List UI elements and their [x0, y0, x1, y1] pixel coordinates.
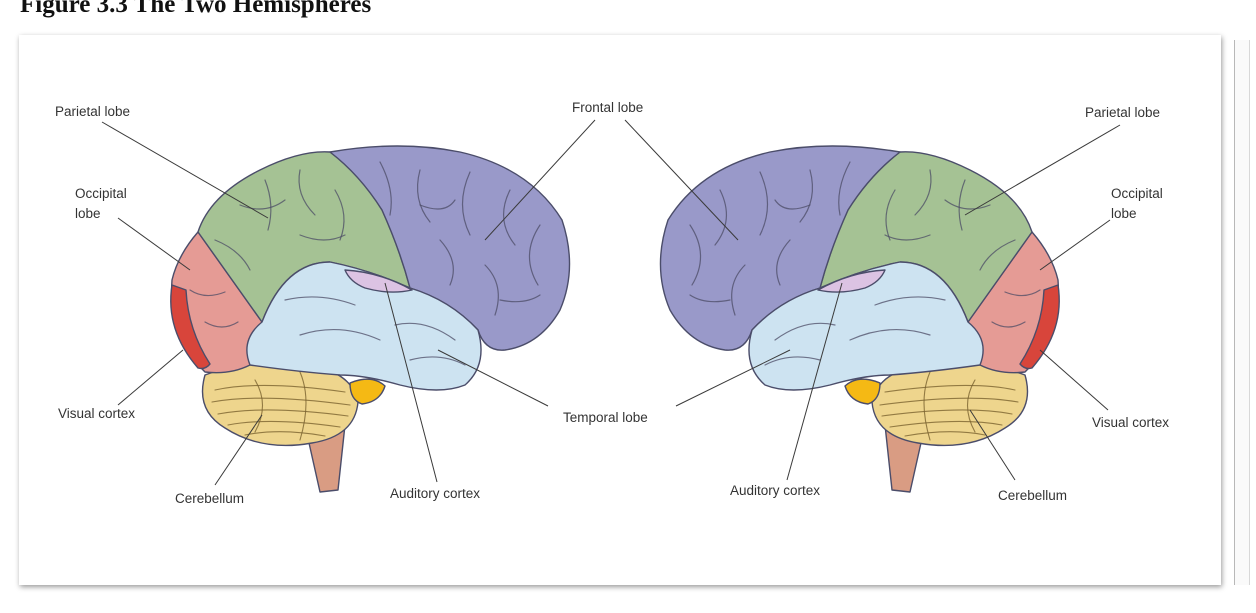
leader-temporal-right — [675, 349, 791, 407]
label-parietal-left: Parietal lobe — [55, 104, 130, 119]
page-edge-strip — [1234, 40, 1250, 585]
label-auditory-right: Auditory cortex — [730, 483, 820, 498]
label-cerebellum-right: Cerebellum — [998, 488, 1067, 503]
label-occipital-right-1: Occipital — [1111, 186, 1163, 201]
label-cerebellum-left: Cerebellum — [175, 491, 244, 506]
leader-cerebellum-right — [969, 409, 1016, 481]
right-labels: Parietal lobe Occipital lobe Visual cort… — [730, 105, 1169, 503]
label-occipital-right-2: lobe — [1111, 206, 1137, 221]
label-temporal: Temporal lobe — [563, 410, 648, 425]
leader-frontal-left — [484, 119, 596, 241]
left-leader-lines — [101, 119, 596, 486]
label-occipital-left-2: lobe — [75, 206, 101, 221]
leader-temporal-left — [437, 349, 549, 407]
label-frontal: Frontal lobe — [572, 100, 643, 115]
leader-parietal-right — [964, 124, 1121, 216]
label-visual-right: Visual cortex — [1092, 415, 1169, 430]
label-visual-left: Visual cortex — [58, 406, 135, 421]
leader-auditory-right — [786, 282, 843, 481]
label-occipital-left-1: Occipital — [75, 186, 127, 201]
left-labels: Parietal lobe Occipital lobe Visual cort… — [55, 100, 648, 506]
leader-frontal-right — [624, 119, 739, 241]
leader-auditory-left — [384, 282, 438, 483]
left-hemisphere — [170, 145, 571, 493]
leader-parietal-left — [101, 121, 269, 219]
leader-cerebellum-left — [214, 414, 263, 486]
label-parietal-right: Parietal lobe — [1085, 105, 1160, 120]
right-leader-lines — [624, 119, 1121, 481]
leader-occipital-right — [1039, 219, 1111, 271]
label-auditory-left: Auditory cortex — [390, 486, 480, 501]
leader-visual-right — [1039, 349, 1109, 411]
leader-occipital-left — [117, 217, 191, 271]
leader-visual-left — [117, 349, 184, 406]
figure-title: Figure 3.3 The Two Hemispheres — [20, 0, 372, 18]
right-hemisphere — [659, 145, 1060, 493]
